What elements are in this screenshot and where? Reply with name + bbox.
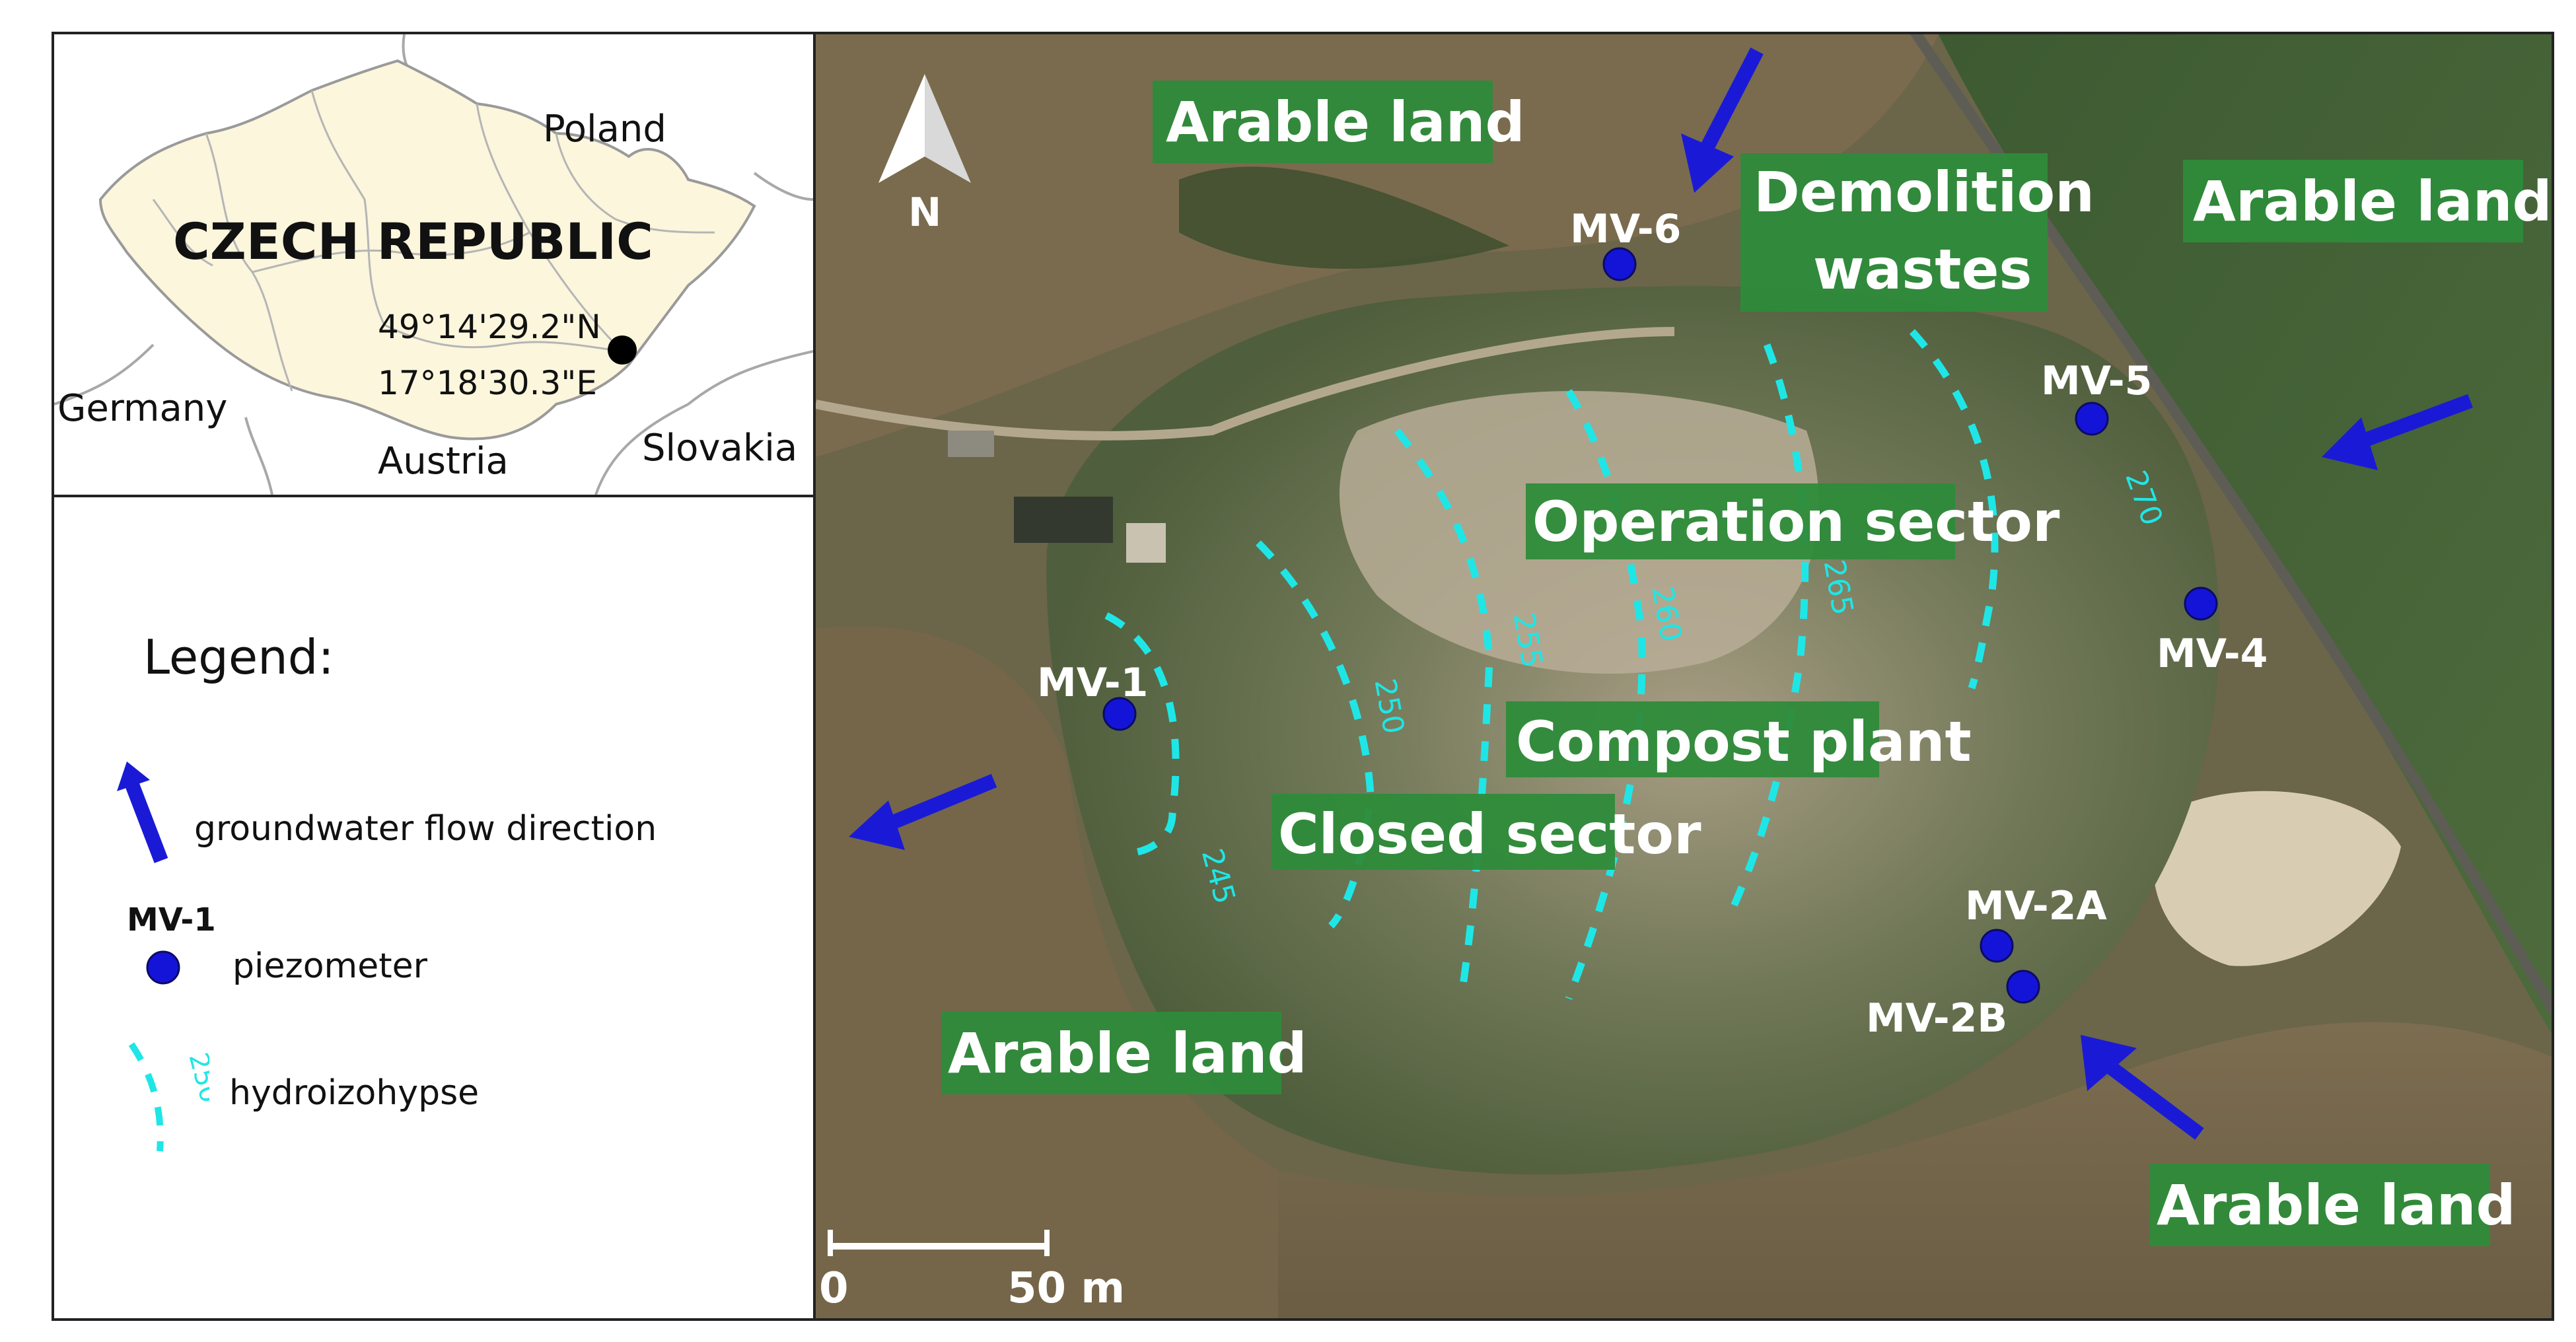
piezometer-mv2a xyxy=(1980,929,2014,963)
site-location-dot xyxy=(608,336,637,365)
legend-panel: Legend: groundwater flow direction MV-1 … xyxy=(52,495,816,1321)
piezo-label-mv1: MV-1 xyxy=(1037,660,1148,706)
sandy-area xyxy=(2153,791,2401,966)
scale-zero-label: 0 xyxy=(819,1264,849,1313)
aerial-site-map: 245 250 255 260 265 270 N Arable land Ar… xyxy=(816,32,2554,1321)
inset-svg: Poland CZECH REPUBLIC 49°14'29.2"N 17°18… xyxy=(54,34,813,495)
label-czech-republic: CZECH REPUBLIC xyxy=(173,212,653,271)
aerial-svg: 245 250 255 260 265 270 N Arable land Ar… xyxy=(816,34,2552,1318)
location-inset-map: Poland CZECH REPUBLIC 49°14'29.2"N 17°18… xyxy=(52,32,816,497)
piezometer-mv5 xyxy=(2075,402,2109,436)
area-label-arable-sw: Arable land xyxy=(948,1021,1307,1086)
contour-line-255 xyxy=(1394,428,1493,986)
region-border xyxy=(152,199,213,267)
region-border xyxy=(384,324,623,353)
region-border xyxy=(555,133,715,234)
scale-bar: 0 50 m xyxy=(819,1230,1125,1313)
piezo-label-mv2a: MV-2A xyxy=(1965,883,2107,929)
scale-end-label: 50 m xyxy=(1007,1264,1125,1313)
area-label-arable-ne: Arable land xyxy=(2193,169,2552,234)
germany-border xyxy=(54,343,155,406)
piezo-label-mv5: MV-5 xyxy=(2041,358,2152,404)
flow-arrow-north-icon xyxy=(1681,47,1764,193)
label-box xyxy=(2150,1164,2490,1246)
contour-line-265 xyxy=(1730,343,1809,908)
flow-arrow-east-icon xyxy=(2322,394,2473,470)
piezometer-mv1 xyxy=(1102,697,1137,731)
label-box xyxy=(1506,701,1879,777)
coord-latitude: 49°14'29.2"N xyxy=(378,308,601,346)
coord-longitude: 17°18'30.3"E xyxy=(378,364,597,402)
road-east xyxy=(1910,34,2552,1015)
piezo-label-mv6: MV-6 xyxy=(1570,206,1681,252)
access-road xyxy=(816,327,1675,441)
region-border xyxy=(252,231,530,273)
legend-title: Legend: xyxy=(143,629,334,685)
contour-line-270 xyxy=(1909,329,1999,689)
legend-iso-sample-value: 250 xyxy=(182,1049,209,1106)
label-germany: Germany xyxy=(57,387,227,430)
region-border xyxy=(476,103,624,353)
building xyxy=(1126,523,1166,563)
area-label-arable-se: Arable land xyxy=(2157,1173,2516,1238)
piezometer-mv2b xyxy=(2006,970,2040,1004)
piezometer-icon xyxy=(146,950,180,985)
tree-belt xyxy=(1179,166,1509,269)
label-poland: Poland xyxy=(543,108,666,151)
piezo-label-mv2b: MV-2B xyxy=(1866,995,2007,1042)
flow-arrow-west-icon xyxy=(849,773,997,850)
legend-piezo-label: piezometer xyxy=(233,946,427,986)
hydroizohypse-icon: 250 xyxy=(128,1042,209,1152)
austria-germany-border xyxy=(244,417,273,495)
flow-arrow-south-icon xyxy=(2081,1035,2204,1140)
label-slovakia: Slovakia xyxy=(642,427,797,470)
slovakia-poland-border xyxy=(753,172,813,201)
region-border xyxy=(310,90,386,326)
label-austria: Austria xyxy=(378,440,509,483)
austria-slovakia-border xyxy=(594,350,813,495)
area-label-operation: Operation sector xyxy=(1532,489,2060,554)
flow-arrow-icon xyxy=(117,761,168,863)
label-box xyxy=(1153,81,1493,163)
piezo-label-mv4: MV-4 xyxy=(2157,631,2268,677)
label-box xyxy=(2183,160,2523,242)
region-border xyxy=(205,133,293,392)
label-box xyxy=(1740,153,2048,312)
contour-line-250 xyxy=(1256,540,1375,929)
north-label: N xyxy=(908,190,941,236)
contour-line-245 xyxy=(1104,612,1180,857)
legend-iso-label: hydroizohypse xyxy=(229,1073,480,1113)
north-arrow-icon: N xyxy=(878,74,971,236)
area-label-compost: Compost plant xyxy=(1516,709,1972,774)
legend-piezo-sample-id: MV-1 xyxy=(127,901,216,938)
area-label-closed: Closed sector xyxy=(1278,802,1701,866)
building xyxy=(948,431,994,457)
label-box xyxy=(941,1012,1281,1094)
flow-arrows xyxy=(849,47,2473,1140)
building xyxy=(1014,497,1113,543)
piezometer-mv4 xyxy=(2184,586,2218,621)
label-box xyxy=(1526,483,1955,559)
area-label-arable-nw: Arable land xyxy=(1166,90,1525,155)
contour-line-260 xyxy=(1565,389,1646,1000)
area-label-demolition: Demolition xyxy=(1754,160,2094,225)
piezometer-mv6 xyxy=(1602,247,1637,281)
area-label-wastes: wastes xyxy=(1813,237,2032,302)
label-box xyxy=(1271,794,1615,870)
legend-flow-label: groundwater flow direction xyxy=(194,809,657,849)
